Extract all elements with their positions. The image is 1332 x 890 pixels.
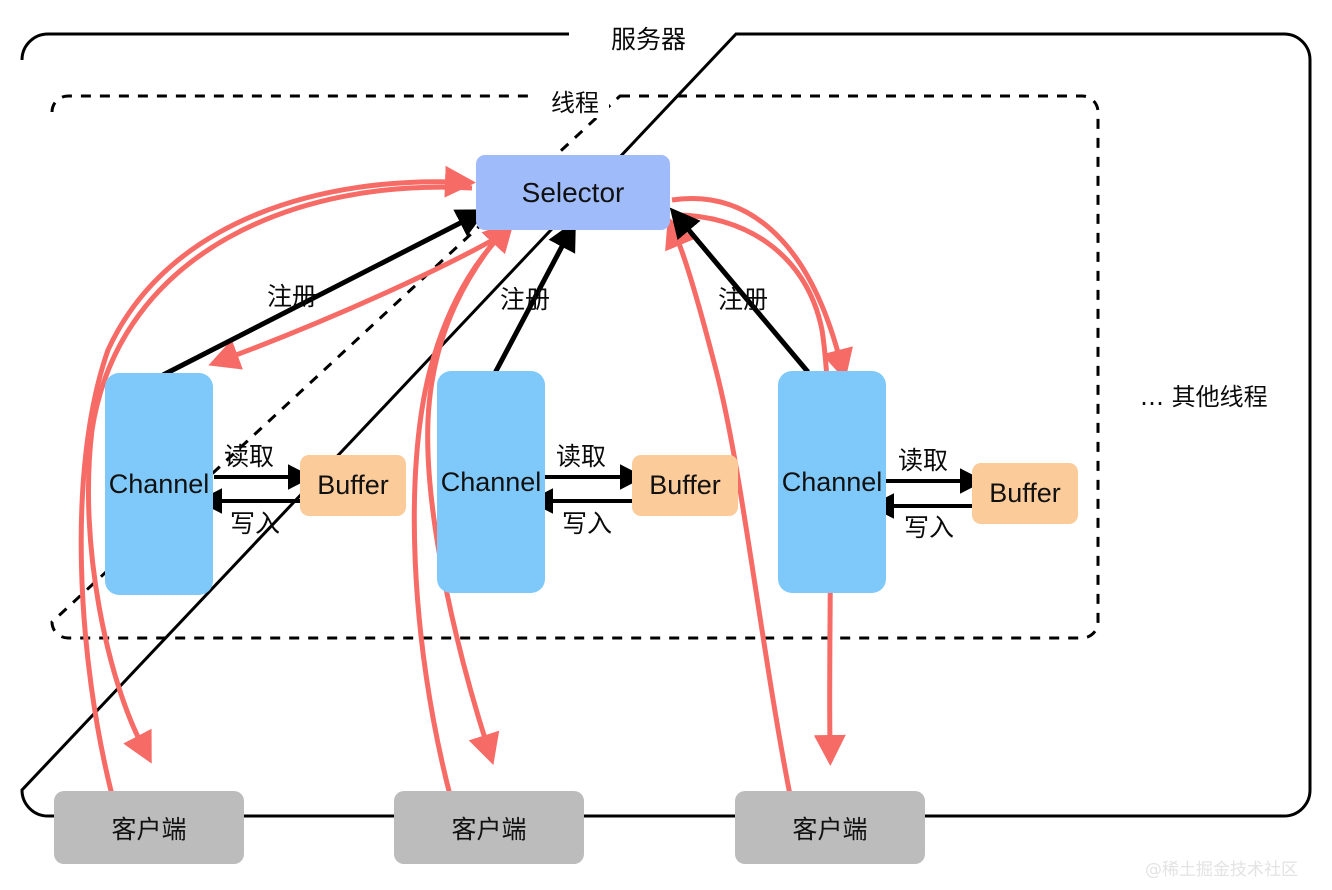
channel-node-2[interactable]: Channel (437, 371, 545, 593)
server-frame (20, 32, 1312, 818)
buffer-label: Buffer (317, 470, 389, 500)
client-label: 客户端 (792, 814, 868, 844)
channel-label: Channel (108, 468, 210, 499)
register-arrows (161, 207, 810, 378)
channel-node-1[interactable]: Channel (105, 373, 213, 595)
client-label: 客户端 (451, 814, 527, 844)
read-label-3: 读取 (898, 446, 949, 475)
client-node-2[interactable]: 客户端 (394, 791, 584, 864)
write-label-1: 写入 (230, 509, 281, 538)
read-label-2: 读取 (556, 442, 607, 471)
register-label-3: 注册 (718, 285, 769, 314)
read-label-1: 读取 (224, 442, 275, 471)
thread-frame (50, 94, 1100, 640)
buffer-node-1[interactable]: Buffer (300, 455, 406, 516)
buffer-label: Buffer (989, 478, 1061, 508)
write-label-3: 写入 (904, 513, 955, 542)
register-label-1: 注册 (267, 282, 318, 311)
buffer-node-2[interactable]: Buffer (632, 455, 738, 516)
buffer-node-3[interactable]: Buffer (972, 463, 1078, 524)
client-label: 客户端 (111, 814, 187, 844)
register-label-2: 注册 (500, 285, 551, 314)
selector-label: Selector (521, 176, 625, 208)
client-node-1[interactable]: 客户端 (54, 791, 244, 864)
channel-node-3[interactable]: Channel (778, 371, 886, 593)
channel-label: Channel (440, 466, 542, 497)
server-frame-label: 服务器 (601, 20, 697, 56)
client-to-selector-arrows (78, 165, 853, 796)
channel-label: Channel (781, 466, 883, 497)
other-threads-label: … 其他线程 (1140, 383, 1268, 411)
client-node-3[interactable]: 客户端 (735, 791, 925, 864)
thread-frame-label: 线程 (541, 83, 609, 118)
write-label-2: 写入 (562, 509, 613, 538)
channel-buffer-arrows (197, 464, 985, 519)
selector-node[interactable]: Selector (476, 155, 670, 230)
buffer-label: Buffer (649, 470, 721, 500)
watermark: @稀土掘金技术社区 (1145, 860, 1298, 880)
